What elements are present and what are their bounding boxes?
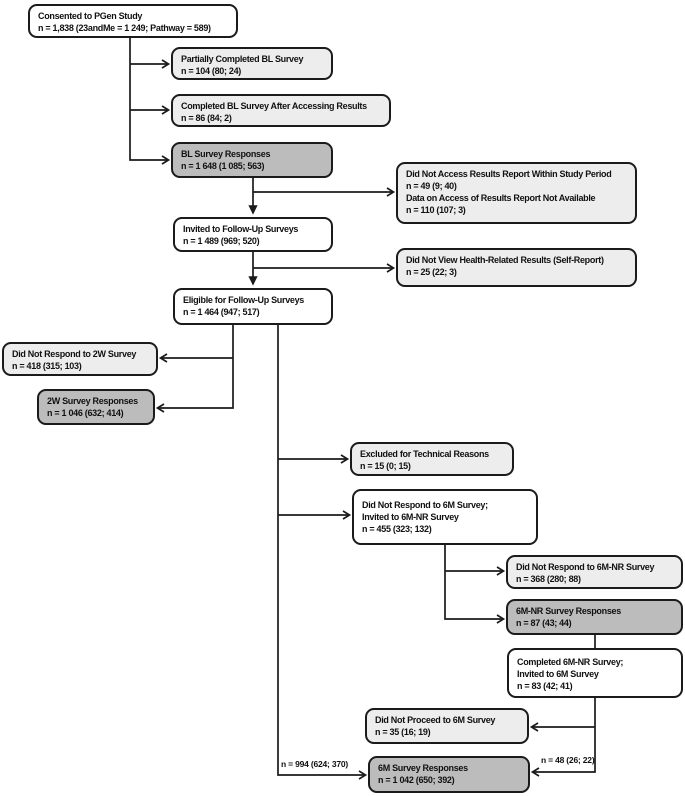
node-6mnr-survey-responses: 6M-NR Survey Responses n = 87 (43; 44) xyxy=(506,599,683,635)
node-title: Did Not Respond to 6M-NR Survey xyxy=(516,562,655,572)
node-count: n = 1 648 (1 085; 563) xyxy=(181,161,265,171)
node-count: n = 368 (280; 88) xyxy=(516,574,581,584)
node-completed-6mnr: Completed 6M-NR Survey; Invited to 6M Su… xyxy=(507,648,683,698)
node-no-respond-6mnr: Did Not Respond to 6M-NR Survey n = 368 … xyxy=(506,555,683,589)
node-title: 2W Survey Responses xyxy=(47,396,138,406)
arrow-completed6mnr-to-6m-responses xyxy=(530,698,596,777)
arrow-to-6mnr-responses xyxy=(444,545,506,624)
node-title-2: Invited to 6M Survey xyxy=(517,669,599,679)
node-no-access-results: Did Not Access Results Report Within Stu… xyxy=(396,162,637,224)
node-count: n = 104 (80; 24) xyxy=(181,66,241,76)
node-bl-survey-responses: BL Survey Responses n = 1 648 (1 085; 56… xyxy=(171,142,333,178)
node-count: n = 35 (16; 19) xyxy=(375,727,431,737)
node-eligible-followup: Eligible for Follow-Up Surveys n = 1 464… xyxy=(173,288,333,325)
node-6m-survey-responses: 6M Survey Responses n = 1 042 (650; 392) xyxy=(368,756,530,793)
node-no-respond-2w: Did Not Respond to 2W Survey n = 418 (31… xyxy=(2,342,158,376)
node-title: Eligible for Follow-Up Surveys xyxy=(183,295,305,305)
arrow-to-2w-responses xyxy=(155,325,234,413)
node-title: Did Not Respond to 2W Survey xyxy=(12,349,137,359)
node-title: 6M-NR Survey Responses xyxy=(516,606,621,616)
node-excluded-technical: Excluded for Technical Reasons n = 15 (0… xyxy=(350,442,514,476)
node-title: Did Not Proceed to 6M Survey xyxy=(375,715,496,725)
node-no-respond-6m: Did Not Respond to 6M Survey; Invited to… xyxy=(352,489,538,545)
node-title: Consented to PGen Study xyxy=(38,11,143,21)
node-count: n = 49 (9; 40) xyxy=(406,181,457,191)
node-partial-bl-survey: Partially Completed BL Survey n = 104 (8… xyxy=(171,47,333,80)
node-no-proceed-6m: Did Not Proceed to 6M Survey n = 35 (16;… xyxy=(365,708,529,744)
node-completed-bl-after-results: Completed BL Survey After Accessing Resu… xyxy=(171,94,391,127)
node-count: n = 15 (0; 15) xyxy=(360,461,411,471)
node-title: Excluded for Technical Reasons xyxy=(360,449,489,459)
edge-label-direct-to-6m: n = 994 (624; 370) xyxy=(281,759,349,769)
node-count: n = 1 464 (947; 517) xyxy=(183,307,260,317)
node-invited-followup: Invited to Follow-Up Surveys n = 1 489 (… xyxy=(173,217,333,252)
edge-label-from-6mnr-to-6m: n = 48 (26; 22) xyxy=(541,755,595,765)
node-count: n = 25 (22; 3) xyxy=(406,267,457,277)
node-2w-survey-responses: 2W Survey Responses n = 1 046 (632; 414) xyxy=(37,389,155,425)
node-title-2: Invited to 6M-NR Survey xyxy=(362,512,459,522)
node-no-view-health-results: Did Not View Health-Related Results (Sel… xyxy=(396,248,637,287)
node-title: Did Not Access Results Report Within Stu… xyxy=(406,169,612,179)
arrow-consented-to-bl-responses xyxy=(129,38,171,165)
node-count: n = 418 (315; 103) xyxy=(12,361,82,371)
node-title: Completed 6M-NR Survey; xyxy=(517,657,624,667)
node-title: Did Not Respond to 6M Survey; xyxy=(362,500,488,510)
node-count: n = 1,838 (23andMe = 1 249; Pathway = 58… xyxy=(38,23,211,33)
node-title: 6M Survey Responses xyxy=(378,763,468,773)
node-count: n = 1 489 (969; 520) xyxy=(183,236,260,246)
node-count: n = 86 (84; 2) xyxy=(181,113,232,123)
node-title-2: Data on Access of Results Report Not Ava… xyxy=(406,193,596,203)
node-count: n = 455 (323; 132) xyxy=(362,524,432,534)
arrow-eligible-to-6m-responses xyxy=(277,325,368,780)
node-title: Invited to Follow-Up Surveys xyxy=(183,224,299,234)
node-title: Did Not View Health-Related Results (Sel… xyxy=(406,255,604,265)
node-consented: Consented to PGen Study n = 1,838 (23and… xyxy=(28,4,238,38)
node-title: Partially Completed BL Survey xyxy=(181,54,304,64)
node-count-2: n = 110 (107; 3) xyxy=(406,205,466,215)
node-count: n = 87 (43; 44) xyxy=(516,618,572,628)
node-count: n = 1 046 (632; 414) xyxy=(47,408,124,418)
node-title: BL Survey Responses xyxy=(181,149,271,159)
node-title: Completed BL Survey After Accessing Resu… xyxy=(181,101,367,111)
node-count: n = 83 (42; 41) xyxy=(517,681,573,691)
node-count: n = 1 042 (650; 392) xyxy=(378,775,455,785)
